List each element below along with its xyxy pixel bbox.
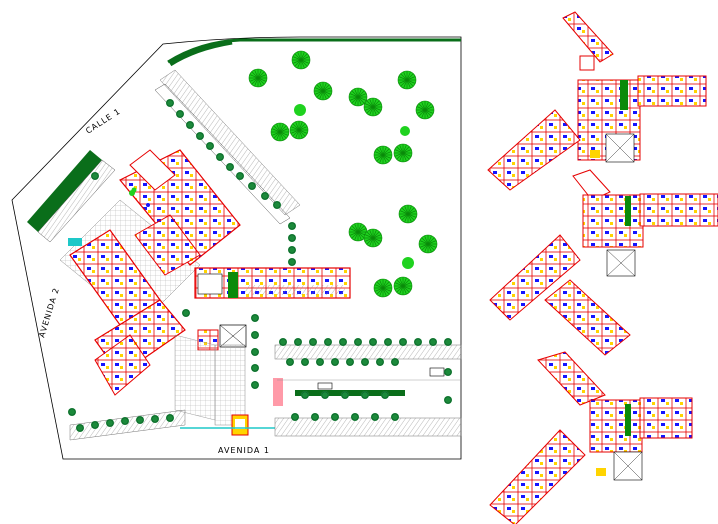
parking-north <box>27 150 116 243</box>
walkway-south <box>214 344 246 426</box>
floor-plan-2 <box>489 169 718 356</box>
parking-strip-east <box>154 69 301 267</box>
street-label-west: AVENIDA 2 <box>37 286 61 338</box>
property-boundary <box>11 36 462 460</box>
floor-plan-1 <box>487 11 707 191</box>
site-plan: CALLE 1 AVENIDA 2 AVENIDA 1 <box>11 36 462 460</box>
park-trees <box>131 50 438 298</box>
street-label-north: CALLE 1 <box>84 107 122 136</box>
building-southwest <box>69 409 186 441</box>
boundary-hedge <box>167 38 461 64</box>
street-label-south: AVENIDA 1 <box>218 446 270 455</box>
main-building <box>59 149 351 396</box>
floor-plan-3 <box>489 351 693 524</box>
floor-plans <box>487 11 718 524</box>
parking-southeast <box>250 313 462 437</box>
